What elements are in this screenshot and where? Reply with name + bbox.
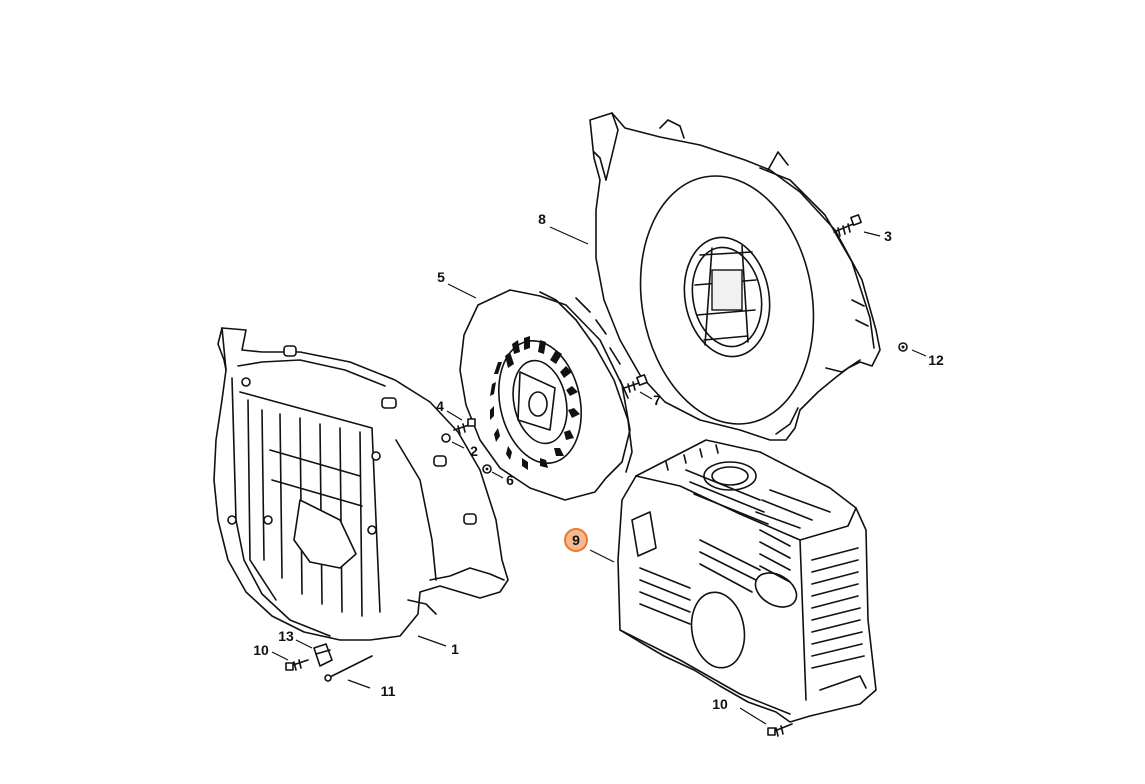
callout-9[interactable]: 9 <box>564 528 588 552</box>
callout-4[interactable]: 4 <box>436 398 444 414</box>
leader-lines <box>271 226 927 725</box>
rod-part-11[interactable] <box>324 655 373 682</box>
callout-label: 8 <box>538 211 546 227</box>
callout-10-bottom[interactable]: 10 <box>712 696 728 712</box>
nut-part-6[interactable] <box>482 464 492 474</box>
callout-12[interactable]: 12 <box>928 352 944 368</box>
callout-label: 9 <box>572 532 580 548</box>
callout-8[interactable]: 8 <box>538 211 546 227</box>
callout-3[interactable]: 3 <box>884 228 892 244</box>
screw-part-4[interactable] <box>453 418 476 435</box>
callout-label: 2 <box>470 443 478 459</box>
callout-10-left[interactable]: 10 <box>253 642 269 658</box>
screw-part-7[interactable] <box>623 374 648 393</box>
callout-6[interactable]: 6 <box>506 472 514 488</box>
callout-9-highlight <box>565 529 587 551</box>
callout-label: 12 <box>928 352 944 368</box>
callout-label: 10 <box>253 642 269 658</box>
engine-cover-part-9[interactable] <box>617 439 877 723</box>
callout-1[interactable]: 1 <box>451 641 459 657</box>
callout-2[interactable]: 2 <box>470 443 478 459</box>
callout-label: 5 <box>437 269 445 285</box>
fan-wheel-part-5[interactable] <box>459 289 633 501</box>
callout-9-highlight-ring <box>564 528 588 552</box>
callout-label: 4 <box>436 398 444 414</box>
washer-part-2[interactable] <box>441 433 451 443</box>
nut-part-12[interactable] <box>898 342 908 352</box>
callout-11[interactable]: 11 <box>381 683 396 699</box>
callout-label: 10 <box>712 696 728 712</box>
shroud-part-1[interactable] <box>213 327 509 641</box>
screw-part-3[interactable] <box>833 214 862 237</box>
callout-7[interactable]: 7 <box>653 392 661 408</box>
callout-label: 1 <box>451 641 459 657</box>
screw-part-10-left[interactable] <box>285 659 309 671</box>
clamp-part-13[interactable] <box>313 643 333 667</box>
callout-label: 11 <box>381 683 396 699</box>
fan-housing-part-8[interactable] <box>589 112 881 441</box>
callout-label: 3 <box>884 228 892 244</box>
callout-13[interactable]: 13 <box>278 628 294 644</box>
callout-label: 13 <box>278 628 294 644</box>
callout-label: 6 <box>506 472 514 488</box>
screw-part-10-bottom[interactable] <box>767 723 793 737</box>
callout-5[interactable]: 5 <box>437 269 445 285</box>
callout-label: 7 <box>653 392 661 408</box>
